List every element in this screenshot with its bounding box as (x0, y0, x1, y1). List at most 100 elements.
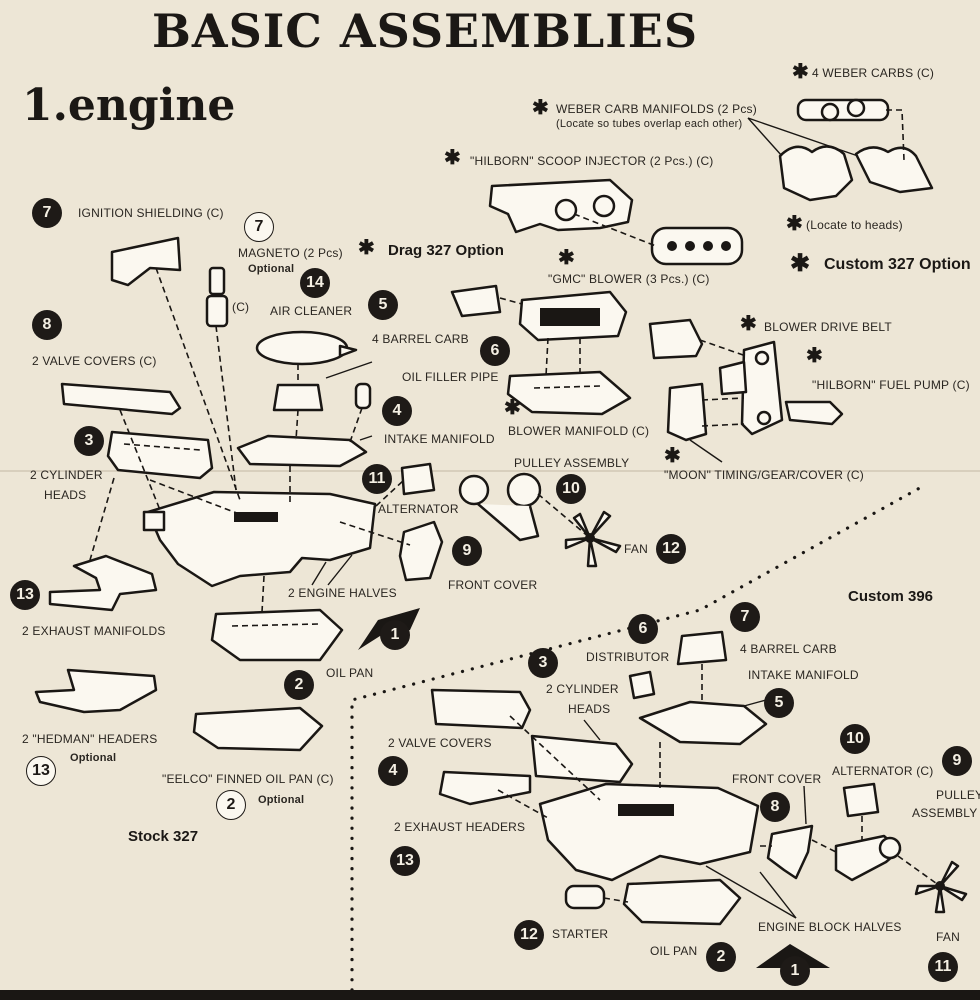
c396-exhaust-headers-part (438, 770, 532, 806)
asterisk-icon: ✱ (558, 247, 575, 269)
c396-carb-part (676, 630, 728, 666)
eelco-optional-label: Optional (258, 794, 305, 806)
blower-manifold-label: BLOWER MANIFOLD (C) (508, 424, 650, 438)
callout-3: 3 (74, 426, 104, 456)
callout-2-optional: 2 (216, 790, 246, 820)
c396-valve-covers-label: 2 VALVE COVERS (388, 736, 492, 750)
callout-9-c396: 9 (942, 746, 972, 776)
eelco-oil-pan-label: "EELCO" FINNED OIL PAN (C) (162, 772, 334, 786)
front-cover-label: FRONT COVER (448, 578, 538, 592)
callout-7-optional: 7 (244, 212, 274, 242)
c396-alternator-part (842, 782, 880, 818)
locate-heads-label: (Locate to heads) (806, 218, 903, 232)
ignition-shielding-label: IGNITION SHIELDING (C) (78, 206, 224, 220)
intake-manifold-part (236, 434, 368, 468)
callout-8: 8 (32, 310, 62, 340)
c396-fan-part (914, 860, 968, 914)
c396-front-cover-label: FRONT COVER (732, 772, 822, 786)
weber-carbs-part (796, 98, 890, 122)
hilborn-fuel-pump-label: "HILBORN" FUEL PUMP (C) (812, 378, 970, 392)
callout-13-c396: 13 (390, 846, 420, 876)
hedman-headers-part (34, 668, 158, 714)
asterisk-icon: ✱ (740, 313, 757, 335)
c396-starter-part (564, 884, 606, 910)
paper-fold-line (0, 470, 980, 472)
ignition-shielding-part (110, 236, 182, 287)
gmc-blower-label: "GMC" BLOWER (3 Pcs.) (C) (548, 272, 710, 286)
magneto-optional-label: Optional (248, 263, 295, 275)
c396-intake-label: INTAKE MANIFOLD (748, 668, 859, 682)
callout-12: 12 (656, 534, 686, 564)
fan-part (564, 510, 622, 568)
valve-cover-part (60, 382, 182, 416)
asterisk-icon: ✱ (790, 250, 811, 277)
c396-pulley-label-1: PULLEY (936, 788, 980, 802)
magneto-c-label: (C) (232, 300, 250, 314)
custom-396-heading: Custom 396 (848, 588, 934, 605)
alternator-label: ALTERNATOR (378, 502, 459, 516)
callout-14: 14 (300, 268, 330, 298)
exhaust-manifolds-label: 2 EXHAUST MANIFOLDS (22, 624, 166, 638)
weber-manifolds-label: WEBER CARB MANIFOLDS (2 Pcs) (556, 102, 757, 116)
c396-fan-label: FAN (936, 930, 960, 944)
exhaust-manifold-part (48, 554, 158, 612)
callout-3-c396: 3 (528, 648, 558, 678)
section-title: 1.engine (22, 80, 236, 131)
c396-carb-label: 4 BARREL CARB (740, 642, 837, 656)
c396-exhaust-headers-label: 2 EXHAUST HEADERS (394, 820, 526, 834)
c396-distributor-part (628, 670, 656, 700)
timing-cover-part (666, 360, 748, 442)
gmc-blower-part (450, 284, 628, 342)
c396-alternator-label: ALTERNATOR (C) (832, 764, 934, 778)
custom-327-option-heading: Custom 327 Option (824, 256, 971, 273)
valve-covers-label: 2 VALVE COVERS (C) (32, 354, 157, 368)
oil-filler-pipe-label: OIL FILLER PIPE (402, 370, 499, 384)
oil-filler-pipe-part (354, 382, 372, 410)
fan-label: FAN (624, 542, 648, 556)
callout-13-optional: 13 (26, 756, 56, 786)
weber-carbs-label: 4 WEBER CARBS (C) (812, 66, 935, 80)
c396-oil-pan-label: OIL PAN (650, 944, 698, 958)
asterisk-icon: ✱ (504, 397, 521, 419)
c396-pulley-part (834, 834, 902, 882)
blower-manifold-part (506, 370, 632, 416)
blower-drive-part (648, 318, 704, 360)
callout-12-c396: 12 (514, 920, 544, 950)
c396-oil-pan-part (622, 878, 742, 926)
asterisk-icon: ✱ (358, 237, 375, 259)
hilborn-scoop-label: "HILBORN" SCOOP INJECTOR (2 Pcs.) (C) (470, 154, 714, 168)
weber-manifolds-part (778, 145, 934, 202)
callout-13: 13 (10, 580, 40, 610)
drag-327-option-heading: Drag 327 Option (388, 242, 504, 259)
callout-11-c396: 11 (928, 952, 958, 982)
callout-10: 10 (556, 474, 586, 504)
hilborn-scoop-part (488, 178, 744, 266)
callout-1-c396: 1 (780, 956, 810, 986)
front-cover-part (398, 520, 444, 582)
callout-2-c396: 2 (706, 942, 736, 972)
four-barrel-carb-label: 4 BARREL CARB (372, 332, 469, 346)
asterisk-icon: ✱ (786, 213, 803, 235)
callout-2: 2 (284, 670, 314, 700)
stock-327-heading: Stock 327 (128, 828, 199, 845)
alternator-part (400, 462, 436, 496)
asterisk-icon: ✱ (532, 97, 549, 119)
c396-cylinder-heads-part (530, 734, 634, 784)
pulley-part (458, 472, 542, 542)
callout-4-c396: 4 (378, 756, 408, 786)
magneto-part (205, 266, 229, 328)
fuel-pump-part (740, 340, 844, 436)
c396-engine-block-part (538, 782, 760, 882)
c396-distributor-label: DISTRIBUTOR (586, 650, 670, 664)
c396-front-cover-part (766, 824, 814, 880)
c396-valve-cover-part (430, 688, 532, 730)
asterisk-icon: ✱ (444, 147, 461, 169)
pulley-assembly-label: PULLEY ASSEMBLY (514, 456, 630, 470)
weber-note-label: (Locate so tubes overlap each other) (556, 118, 743, 130)
section-divider (350, 483, 927, 1000)
moon-timing-label: "MOON" TIMING/GEAR/COVER (C) (664, 468, 864, 482)
hedman-headers-label: 2 "HEDMAN" HEADERS (22, 732, 158, 746)
cylinder-heads-label-2: HEADS (44, 488, 87, 502)
